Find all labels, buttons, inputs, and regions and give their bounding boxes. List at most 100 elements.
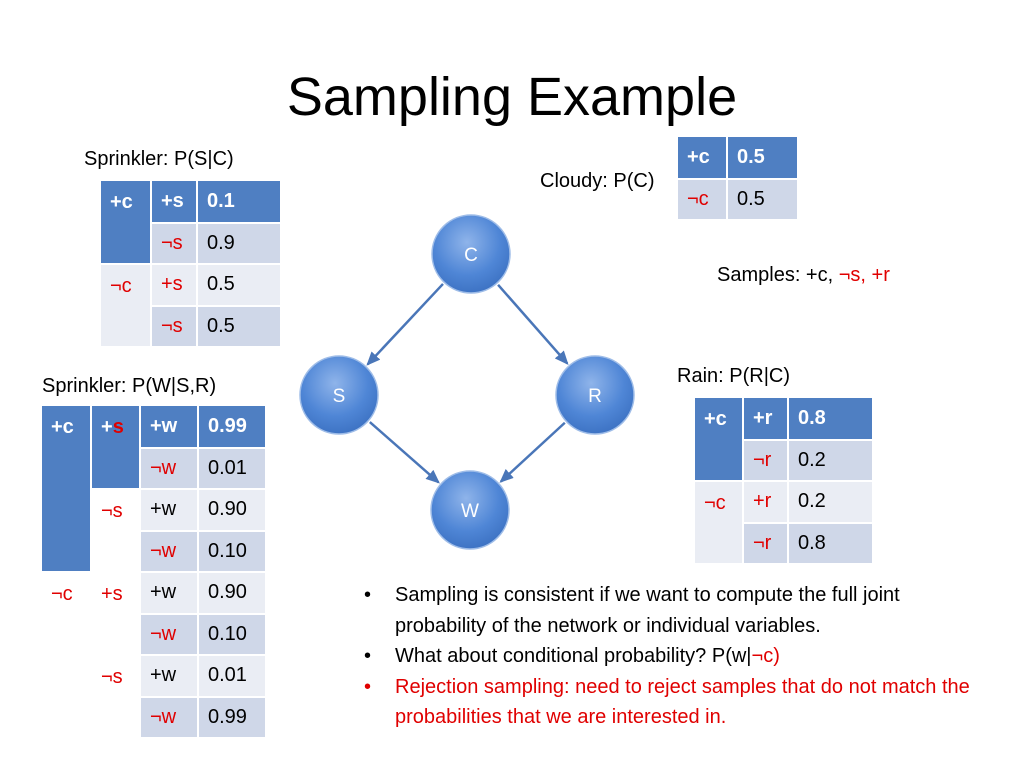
cell-p: 0.90 — [198, 572, 267, 615]
s-red: s — [112, 416, 124, 438]
cell-p: 0.99 — [198, 406, 267, 449]
cell-r: ¬r — [743, 522, 789, 565]
cell-w: +w — [140, 655, 199, 698]
node-w — [430, 470, 510, 550]
node-label-c: C — [464, 245, 478, 266]
bullet-dot: • — [364, 675, 372, 698]
cell-s: +s — [151, 264, 198, 307]
table-row: +c +s 0.1 — [101, 181, 282, 265]
cell-w: ¬w — [140, 696, 199, 739]
cell-p: 0.9 — [197, 222, 282, 265]
samples-red: ¬s, +r — [838, 264, 890, 286]
sprinkler-wsr-label: Sprinkler: P(W|S,R) — [42, 375, 217, 397]
cell-c: ¬c — [101, 264, 152, 348]
cell-p: 0.01 — [198, 447, 267, 490]
cell-c: +c — [101, 181, 152, 265]
cell-p: 0.5 — [727, 178, 799, 221]
table-row: ¬s +w 0.01 — [42, 655, 267, 739]
node-label-s: S — [333, 386, 346, 407]
samples-prefix: Samples: +c, — [717, 264, 839, 286]
bullet-text: What about conditional probability? P(w| — [395, 645, 752, 667]
cell-c: ¬c — [695, 481, 744, 565]
bullet-text-red: ¬c) — [751, 645, 780, 667]
table-row: ¬c 0.5 — [678, 178, 799, 221]
cell-p: 0.01 — [198, 655, 267, 698]
cell-c: +c — [42, 406, 92, 573]
table-row: ¬c +s +w 0.90 — [42, 572, 267, 739]
cell-p: 0.8 — [788, 398, 874, 441]
cell-c: +c — [695, 398, 744, 482]
cell-w: ¬w — [140, 530, 199, 573]
cell-w: +w — [140, 406, 199, 449]
cell-p: 0.1 — [197, 181, 282, 224]
bullet-text: Sampling is consistent if we want to com… — [395, 584, 900, 637]
edge-c-r — [497, 283, 569, 365]
cell-c: +c — [678, 137, 728, 180]
table-row: ¬w 0.99 — [42, 696, 267, 739]
node-r — [555, 355, 635, 435]
edge-r-w — [499, 421, 566, 483]
table-row: ¬s 0.5 — [101, 305, 282, 348]
table-row: ¬w 0.10 — [42, 530, 267, 573]
cell-p: 0.10 — [198, 613, 267, 656]
cell-s: +s — [91, 572, 141, 656]
edge-s-w — [368, 421, 440, 484]
bullet-item: • What about conditional probability? P(… — [362, 641, 982, 672]
cell-p: 0.5 — [197, 305, 282, 348]
table-row: ¬r 0.8 — [695, 522, 874, 565]
table-row: ¬r 0.2 — [695, 439, 874, 482]
node-c — [431, 214, 511, 294]
cell-s: ¬s — [151, 305, 198, 348]
cell-r: +r — [743, 481, 789, 524]
cell-r: ¬r — [743, 439, 789, 482]
cell-p: 0.90 — [198, 489, 267, 532]
cell-p: 0.99 — [198, 696, 267, 739]
table-row: +c +s +w 0.99 — [42, 406, 267, 573]
rain-table: +c +r 0.8 ¬r 0.2 ¬c +r 0.2 ¬r 0.8 — [695, 398, 874, 565]
slide-title: Sampling Example — [286, 67, 738, 127]
cloudy-table: +c 0.5 ¬c 0.5 — [678, 137, 799, 221]
table-row: ¬w 0.01 — [42, 447, 267, 490]
bullet-list: • Sampling is consistent if we want to c… — [362, 580, 982, 733]
cell-p: 0.8 — [788, 522, 874, 565]
cell-r: +r — [743, 398, 789, 441]
cell-c: ¬c — [678, 178, 728, 221]
cloudy-label: Cloudy: P(C) — [540, 170, 655, 192]
cell-p: 0.5 — [727, 137, 799, 180]
node-s — [299, 355, 379, 435]
edge-c-s — [366, 283, 444, 366]
node-label-w: W — [461, 501, 479, 522]
table-row: ¬s +w 0.90 — [42, 489, 267, 573]
table-row: +c +r 0.8 — [695, 398, 874, 482]
bullet-dot: • — [364, 584, 372, 606]
rain-label: Rain: P(R|C) — [677, 365, 790, 387]
cell-s: ¬s — [91, 489, 141, 573]
samples-label: Samples: +c, ¬s, +r — [717, 263, 890, 287]
cell-s: +s — [151, 181, 198, 224]
cell-w: +w — [140, 489, 199, 532]
table-row: ¬c +r 0.2 — [695, 481, 874, 565]
cell-p: 0.5 — [197, 264, 282, 307]
table-row: ¬s 0.9 — [101, 222, 282, 265]
cell-w: ¬w — [140, 613, 199, 656]
cell-p: 0.2 — [788, 439, 874, 482]
table-row: ¬w 0.10 — [42, 613, 267, 656]
table-row: +c 0.5 — [678, 137, 799, 180]
sprinkler-table: +c +s 0.1 ¬s 0.9 ¬c +s 0.5 ¬s 0.5 — [101, 181, 282, 348]
cell-w: ¬w — [140, 447, 199, 490]
bullet-item: • Sampling is consistent if we want to c… — [362, 580, 982, 641]
sprinkler-sc-label: Sprinkler: P(S|C) — [84, 148, 234, 170]
node-label-r: R — [588, 386, 602, 407]
bullet-text: Rejection sampling: need to reject sampl… — [395, 675, 970, 729]
table-row: ¬c +s 0.5 — [101, 264, 282, 348]
bullet-item: • Rejection sampling: need to reject sam… — [362, 672, 982, 733]
cell-s: ¬s — [151, 222, 198, 265]
s-plus: + — [101, 416, 113, 438]
bullet-dot: • — [364, 645, 372, 667]
cell-s: ¬s — [91, 655, 141, 739]
cell-p: 0.10 — [198, 530, 267, 573]
cell-p: 0.2 — [788, 481, 874, 524]
wet-table: +c +s +w 0.99 ¬w 0.01 ¬s +w 0.90 ¬w 0.10… — [42, 406, 267, 739]
cell-s: +s — [91, 406, 141, 490]
